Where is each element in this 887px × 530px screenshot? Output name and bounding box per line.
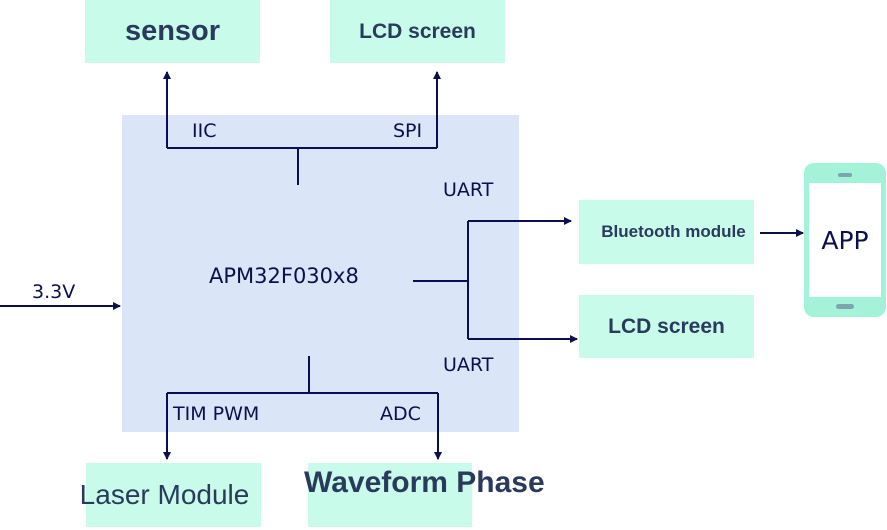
- lcd-right-label: LCD screen: [608, 314, 725, 338]
- waveform-box: [308, 463, 472, 527]
- bluetooth-label: Bluetooth module: [601, 222, 746, 241]
- waveform-label: Waveform Phase: [304, 466, 545, 499]
- phone-icon: APP: [804, 163, 886, 317]
- iic-label: IIC: [192, 120, 217, 142]
- adc-label: ADC: [380, 403, 421, 425]
- power-label: 3.3V: [32, 281, 76, 303]
- mcu-block: [122, 115, 519, 432]
- sensor-box: sensor: [85, 0, 260, 63]
- uart-top-label: UART: [443, 179, 494, 201]
- lcd-right-box: LCD screen: [579, 295, 754, 358]
- tim-pwm-label: TIM PWM: [173, 403, 260, 425]
- waveform-text-wrap: Waveform Phase: [304, 466, 545, 500]
- lcd-top-box: LCD screen: [330, 0, 505, 63]
- lcd-top-label: LCD screen: [359, 19, 476, 43]
- app-label: APP: [821, 225, 869, 255]
- spi-label: SPI: [393, 120, 423, 142]
- sensor-label: sensor: [124, 15, 221, 47]
- phone-home-button: [836, 304, 854, 309]
- laser-label: Laser Module: [79, 479, 250, 510]
- bluetooth-box: Bluetooth module: [579, 200, 754, 264]
- phone-screen: APP: [809, 183, 881, 297]
- phone-speaker: [838, 173, 852, 177]
- uart-bottom-label: UART: [443, 354, 494, 376]
- laser-box: Laser Module: [80, 463, 261, 527]
- mcu-label: APM32F030x8: [209, 264, 359, 288]
